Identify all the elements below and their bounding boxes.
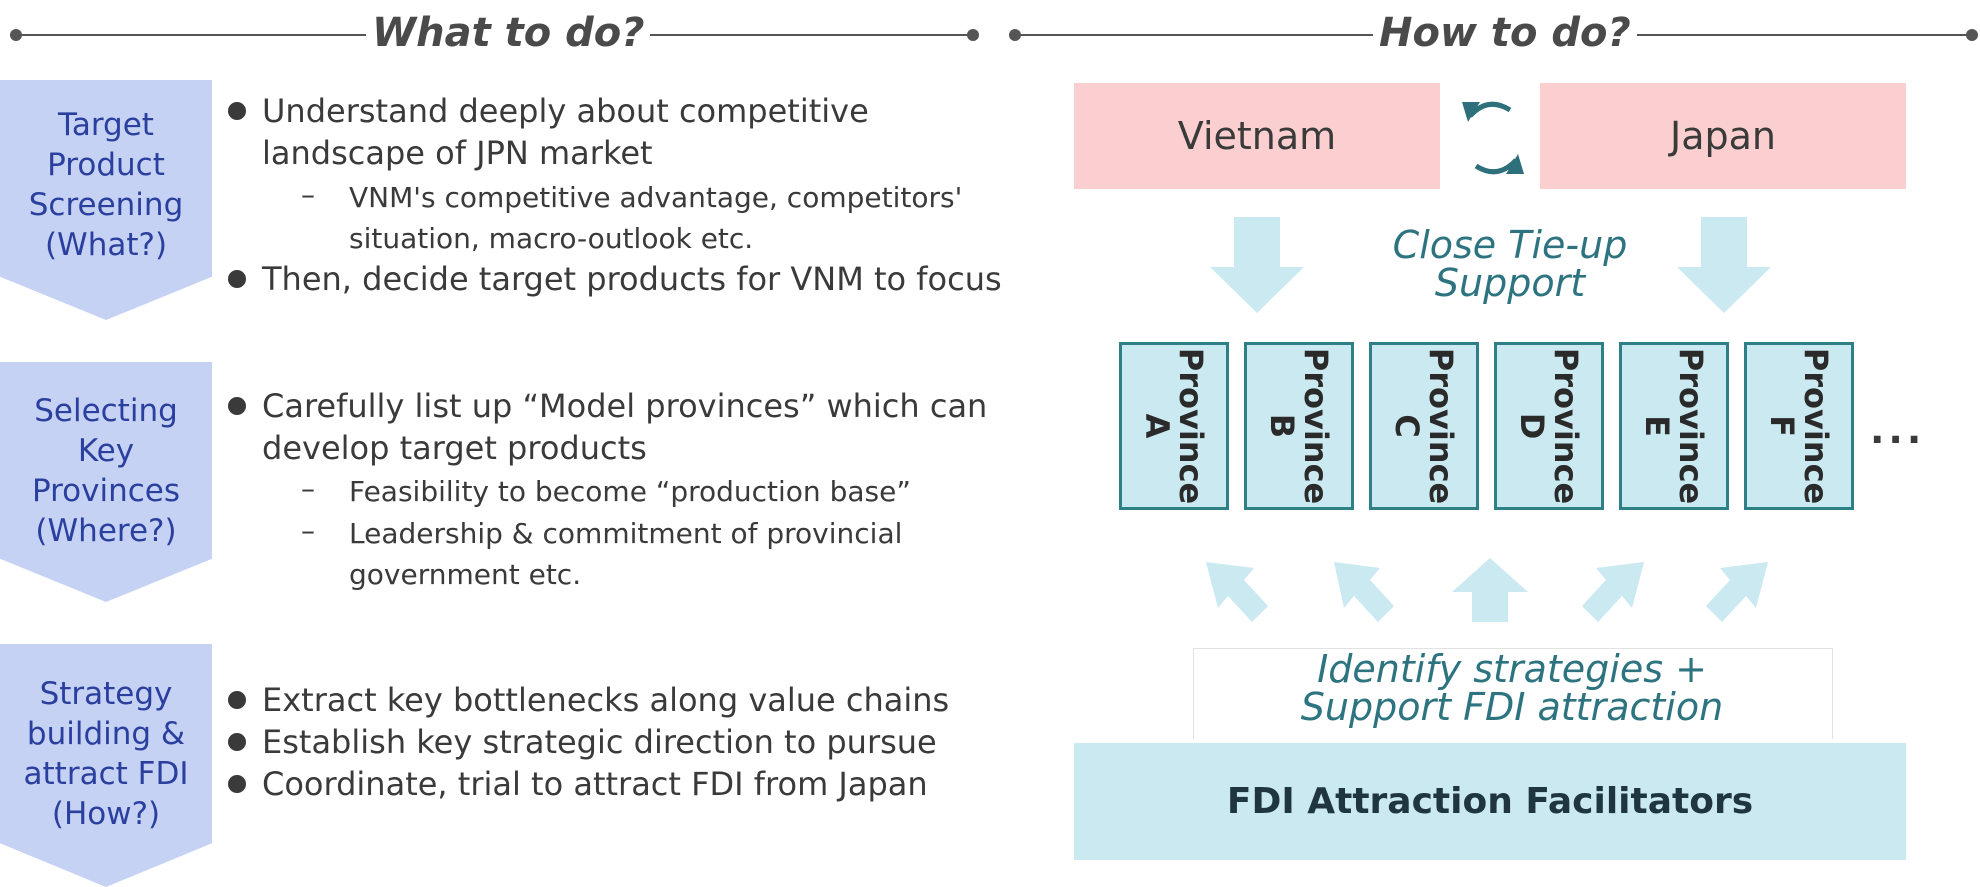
step-label-what: Target Product Screening (What?) <box>0 105 212 265</box>
province-name: Province <box>1672 347 1710 505</box>
close-tieup-line: Support <box>1434 261 1586 305</box>
step-label-line: (Where?) <box>35 513 177 549</box>
step-label-line: Selecting <box>34 393 178 429</box>
step-chevron-how <box>0 644 212 887</box>
bullet-item: Then, decide target products for VNM to … <box>228 258 1002 300</box>
step-label-line: Product <box>47 147 165 183</box>
more-provinces-ellipsis: ... <box>1870 408 1926 452</box>
cycle-arrows-icon <box>1462 101 1524 175</box>
step-label-line: Provinces <box>31 473 181 509</box>
header-left-dot-end <box>967 29 979 41</box>
identify-label: Identify strategies + Support FDI attrac… <box>1193 650 1831 726</box>
sub-dash: – <box>301 178 315 211</box>
bullet-line: Then, decide target products for VNM to … <box>262 260 1002 298</box>
province-name: Province <box>1172 347 1210 505</box>
sub-line: situation, macro-outlook etc. <box>349 222 754 255</box>
province-letter: B <box>1263 413 1301 439</box>
bullet-item: Establish key strategic direction to pur… <box>228 721 937 763</box>
close-tieup-line: Close Tie-up <box>1392 223 1628 267</box>
up-arrow-icon <box>1452 558 1528 622</box>
what-to-do-title: What to do? <box>366 10 651 56</box>
identify-box <box>1193 648 1833 739</box>
step-chevron-what <box>0 80 212 320</box>
step-label-line: attract FDI <box>23 756 189 792</box>
sub-line: government etc. <box>349 558 582 591</box>
up-arrow-icon <box>1334 562 1394 622</box>
bullet-line: Carefully list up “Model provinces” whic… <box>262 387 988 425</box>
bullet-line: Understand deeply about competitive <box>262 92 869 130</box>
down-arrow-icon <box>1210 217 1304 313</box>
sub-item: Feasibility to become “production base” <box>349 471 911 512</box>
province-name: Province <box>1547 347 1585 505</box>
province-letter: D <box>1513 412 1551 440</box>
bullet-item: Coordinate, trial to attract FDI from Ja… <box>228 763 928 805</box>
province-name: Province <box>1797 347 1835 505</box>
bullet-item: Understand deeply about competitive land… <box>228 90 869 174</box>
province-name: Province <box>1422 347 1460 505</box>
sub-line: VNM's competitive advantage, competitors… <box>349 181 963 214</box>
province-letter: F <box>1763 415 1801 437</box>
country-box-japan: Japan <box>1540 83 1906 189</box>
sub-line: Leadership & commitment of provincial <box>349 517 903 550</box>
bullet-item: Extract key bottlenecks along value chai… <box>227 679 950 721</box>
up-arrow-icon <box>1706 562 1768 622</box>
header-right-dot-end <box>1966 29 1978 41</box>
how-to-do-title: How to do? <box>1373 10 1637 56</box>
country-box-vietnam: Vietnam <box>1074 83 1440 189</box>
province-letter: E <box>1638 415 1676 437</box>
down-arrow-icon <box>1677 217 1771 313</box>
bullet-line: landscape of JPN market <box>262 134 653 172</box>
close-tieup-label: Close Tie-up Support <box>1355 226 1665 302</box>
bullet-line: Establish key strategic direction to pur… <box>262 723 937 761</box>
sub-item: Leadership & commitment of provincial go… <box>349 513 902 595</box>
bullet-line: Coordinate, trial to attract FDI from Ja… <box>262 765 928 803</box>
step-label-line: (What?) <box>44 227 168 263</box>
fdi-facilitators-box: FDI Attraction Facilitators <box>1074 743 1906 860</box>
up-arrow-icon <box>1582 562 1644 622</box>
bullet-line: develop target products <box>262 429 647 467</box>
step-label-line: Screening <box>28 187 184 223</box>
step-chevron-where <box>0 362 212 602</box>
sub-item: VNM's competitive advantage, competitors… <box>349 177 962 259</box>
sub-dash: – <box>301 472 315 505</box>
step-label-line: Strategy <box>39 676 173 712</box>
identify-line: Identify strategies + <box>1317 647 1707 691</box>
province-letter: A <box>1138 413 1176 439</box>
step-label-how: Strategy building & attract FDI (How?) <box>0 674 212 834</box>
identify-line: Support FDI attraction <box>1300 685 1724 729</box>
up-arrow-icon <box>1206 562 1268 622</box>
province-letter: C <box>1388 414 1426 438</box>
step-label-line: Target <box>58 107 154 143</box>
bullet-line: Extract key bottlenecks along value chai… <box>262 681 950 719</box>
step-label-line: Key <box>77 433 135 469</box>
step-label-line: (How?) <box>51 796 161 832</box>
step-label-where: Selecting Key Provinces (Where?) <box>0 391 212 551</box>
sub-dash: – <box>301 514 315 547</box>
sub-line: Feasibility to become “production base” <box>349 475 911 508</box>
bullet-item: Carefully list up “Model provinces” whic… <box>227 385 988 469</box>
step-label-line: building & <box>26 716 186 752</box>
province-name: Province <box>1297 347 1335 505</box>
